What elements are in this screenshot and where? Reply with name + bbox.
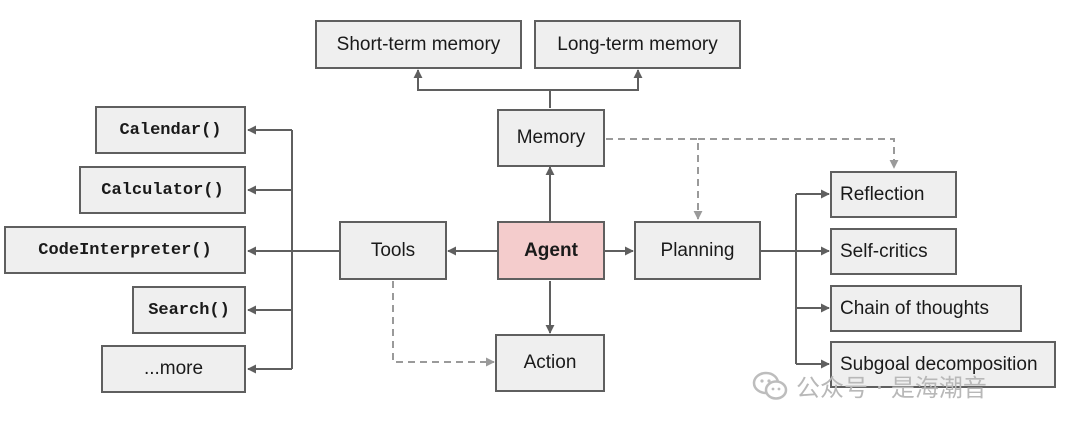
reflection-node: Reflection (830, 171, 957, 218)
short-term-memory-node: Short-term memory (315, 20, 522, 69)
planning-node: Planning (634, 221, 761, 280)
watermark-text: 公众号 · 是海潮音 (796, 374, 987, 402)
calculator-tool-node: Calculator() (79, 166, 246, 214)
memory-to-long-term-arrow (550, 69, 643, 91)
memory-to-planning-dashed-arrow (606, 138, 703, 220)
memory-node: Memory (497, 109, 605, 167)
wechat-icon (752, 371, 788, 400)
action-node: Action (495, 334, 605, 392)
more-tools-node: ...more (101, 345, 246, 393)
watermark: 公众号 · 是海潮音 (752, 368, 987, 403)
memory-to-reflection-dashed-arrow (698, 138, 899, 169)
search-tool-node: Search() (132, 286, 246, 334)
chain-of-thoughts-node: Chain of thoughts (830, 285, 1022, 332)
memory-to-short-term-arrow (413, 69, 551, 108)
codeinterpreter-tool-node: CodeInterpreter() (4, 226, 246, 274)
agent-node: Agent (497, 221, 605, 280)
planning-bus-line (760, 194, 797, 364)
subgoal-decomposition-node: Subgoal decomposition (830, 341, 1056, 388)
tools-node: Tools (339, 221, 447, 280)
tools-to-action-dashed-arrow (392, 281, 495, 367)
long-term-memory-node: Long-term memory (534, 20, 741, 69)
calendar-tool-node: Calendar() (95, 106, 246, 154)
tools-bus-line (291, 130, 340, 369)
self-critics-node: Self-critics (830, 228, 957, 275)
